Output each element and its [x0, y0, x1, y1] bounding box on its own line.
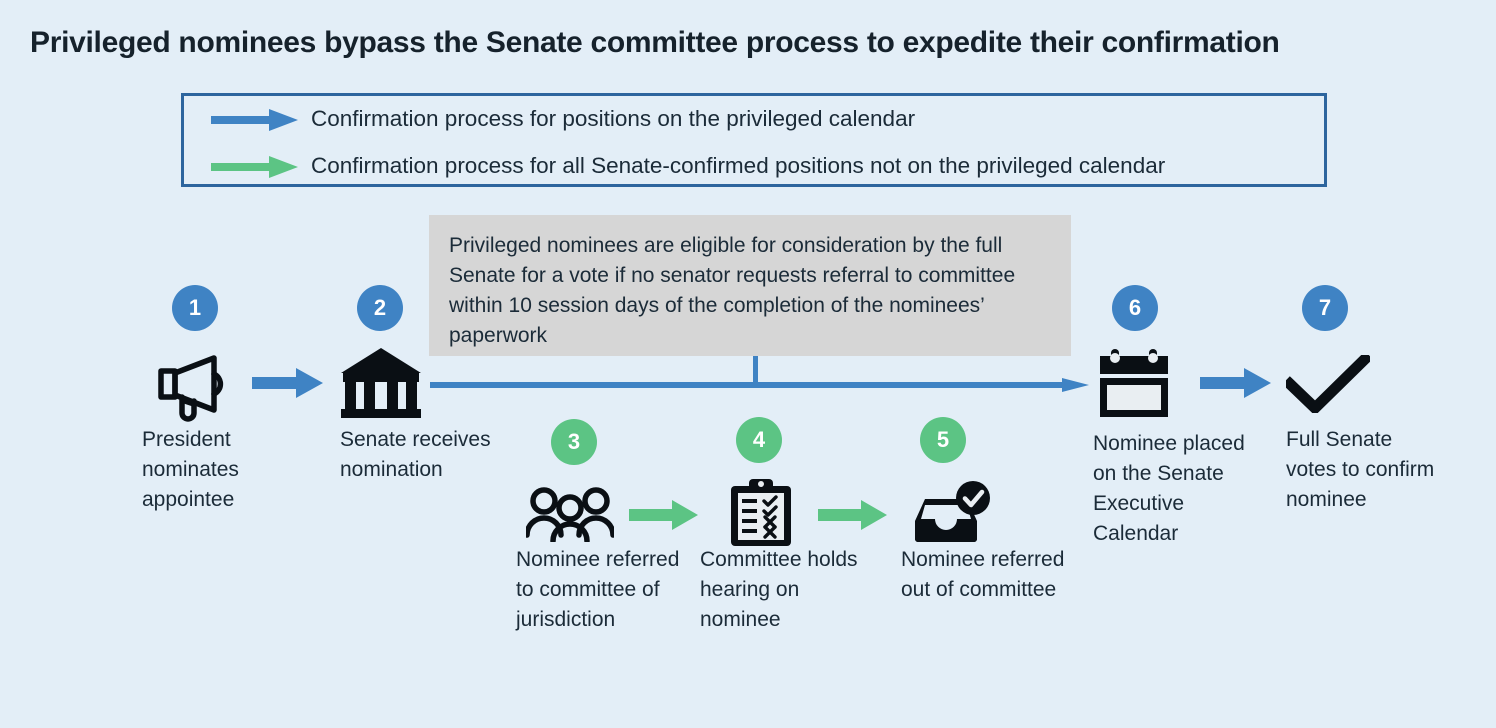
- arrow-step3-to-step4: [629, 500, 699, 535]
- legend-box: Confirmation process for positions on th…: [181, 93, 1327, 187]
- inbox-check-icon: [911, 481, 993, 547]
- legend-row-standard: Confirmation process for all Senate-conf…: [184, 143, 1324, 190]
- arrow-step4-to-step5: [818, 500, 888, 535]
- arrow-step6-to-step7: [1200, 368, 1272, 403]
- callout-box: Privileged nominees are eligible for con…: [429, 215, 1071, 356]
- legend-row-privileged: Confirmation process for positions on th…: [184, 96, 1324, 143]
- step-1-label: President nominates appointee: [142, 428, 239, 511]
- page-title: Privileged nominees bypass the Senate co…: [30, 26, 1280, 59]
- legend-label-privileged: Confirmation process for positions on th…: [311, 106, 916, 132]
- step-2-label: Senate receives nomination: [340, 428, 491, 481]
- step-6-badge: 6: [1112, 285, 1158, 331]
- green-arrow-icon: [211, 155, 299, 179]
- senate-building-icon: [339, 346, 423, 420]
- step-6-label: Nominee placed on the Senate Executive C…: [1093, 432, 1245, 545]
- step-4-badge: 4: [736, 417, 782, 463]
- step-5-label: Nominee referred out of committee: [901, 548, 1065, 601]
- checkmark-icon: [1286, 355, 1370, 413]
- legend-label-standard: Confirmation process for all Senate-conf…: [311, 153, 1166, 179]
- callout-text: Privileged nominees are eligible for con…: [449, 234, 1016, 347]
- step-3-badge: 3: [551, 419, 597, 465]
- step-5-badge: 5: [920, 417, 966, 463]
- arrow-step1-to-step2: [252, 368, 324, 403]
- step-3-label: Nominee referred to committee of jurisdi…: [516, 548, 680, 631]
- calendar-icon: [1097, 347, 1173, 419]
- spine-step2-to-step6: [430, 378, 1090, 392]
- people-group-icon: [526, 486, 614, 542]
- step-4-label: Committee holds hearing on nominee: [700, 548, 858, 631]
- megaphone-icon: [156, 352, 236, 422]
- step-2-badge: 2: [357, 285, 403, 331]
- clipboard-checklist-icon: [729, 478, 793, 548]
- step-1-badge: 1: [172, 285, 218, 331]
- blue-arrow-icon: [211, 108, 299, 132]
- callout-connector-stem: [753, 356, 758, 384]
- step-7-label: Full Senate votes to confirm nominee: [1286, 428, 1435, 511]
- step-7-badge: 7: [1302, 285, 1348, 331]
